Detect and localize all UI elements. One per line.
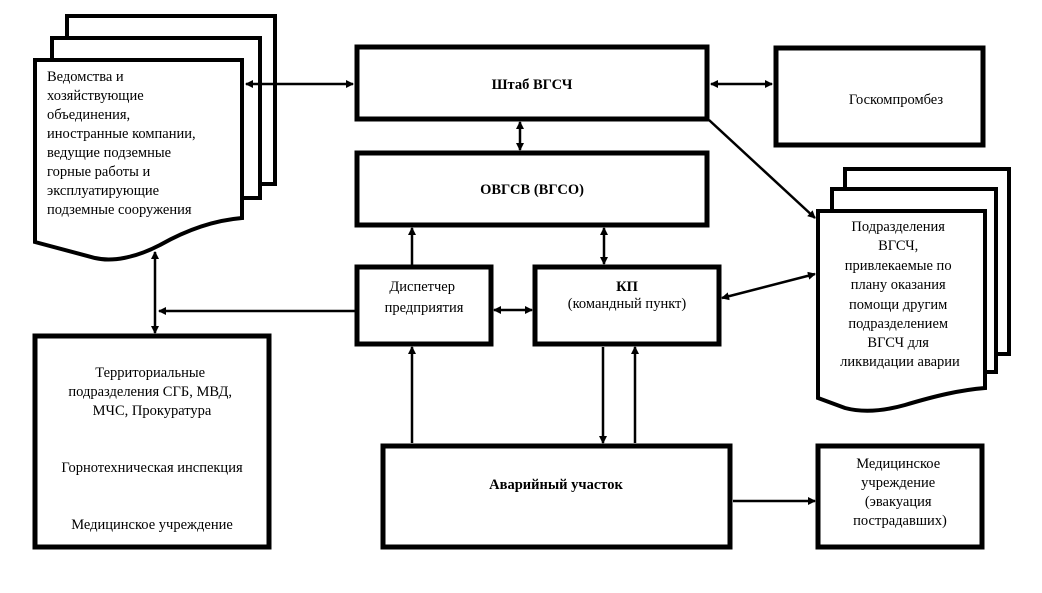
arrow-hq-units <box>708 119 816 219</box>
ovgsv-box: ОВГСВ (ВГСО) <box>354 150 710 228</box>
medical-label: Медицинское учреждение (эвакуация постра… <box>853 456 947 529</box>
dispatcher-label: Диспетчер предприятия <box>385 279 464 316</box>
territorial-group2: Горнотехническая инспекция <box>61 460 243 476</box>
hq-box: Штаб ВГСЧ <box>354 44 710 122</box>
units-label: Подразделения ВГСЧ, привлекаемые по план… <box>840 219 960 370</box>
territorial-group1: Территориальные подразделения СГБ, МВД, … <box>68 365 235 419</box>
units-document-stack: Подразделения ВГСЧ, привлекаемые по план… <box>816 167 1011 413</box>
agencies-document-stack: Ведомства и хозяйствующие объединения, и… <box>33 14 277 262</box>
command-post-box: КП (командный пункт) <box>532 264 722 347</box>
medical-box: Медицинское учреждение (эвакуация постра… <box>815 443 985 550</box>
accident-site-box: Аварийный участок <box>380 443 733 550</box>
agencies-label: Ведомства и хозяйствующие объединения, и… <box>47 69 199 218</box>
agencies-doc-front <box>33 58 244 262</box>
units-doc-front <box>816 209 987 413</box>
arrow-cp-units <box>721 271 816 301</box>
ovgsv-label: ОВГСВ (ВГСО) <box>480 182 584 198</box>
gospromnadzor-label: Госкомпромбез <box>849 92 944 108</box>
dispatcher-box: Диспетчер предприятия <box>354 264 494 347</box>
gospromnadzor-box: Госкомпромбез <box>773 45 986 148</box>
territorial-box: Территориальные подразделения СГБ, МВД, … <box>32 333 272 550</box>
command-post-title: КП <box>616 279 638 295</box>
command-post-subtitle: (командный пункт) <box>568 296 687 312</box>
accident-site-label: Аварийный участок <box>489 477 623 493</box>
hq-label: Штаб ВГСЧ <box>492 77 573 93</box>
territorial-group3: Медицинское учреждение <box>71 517 233 533</box>
